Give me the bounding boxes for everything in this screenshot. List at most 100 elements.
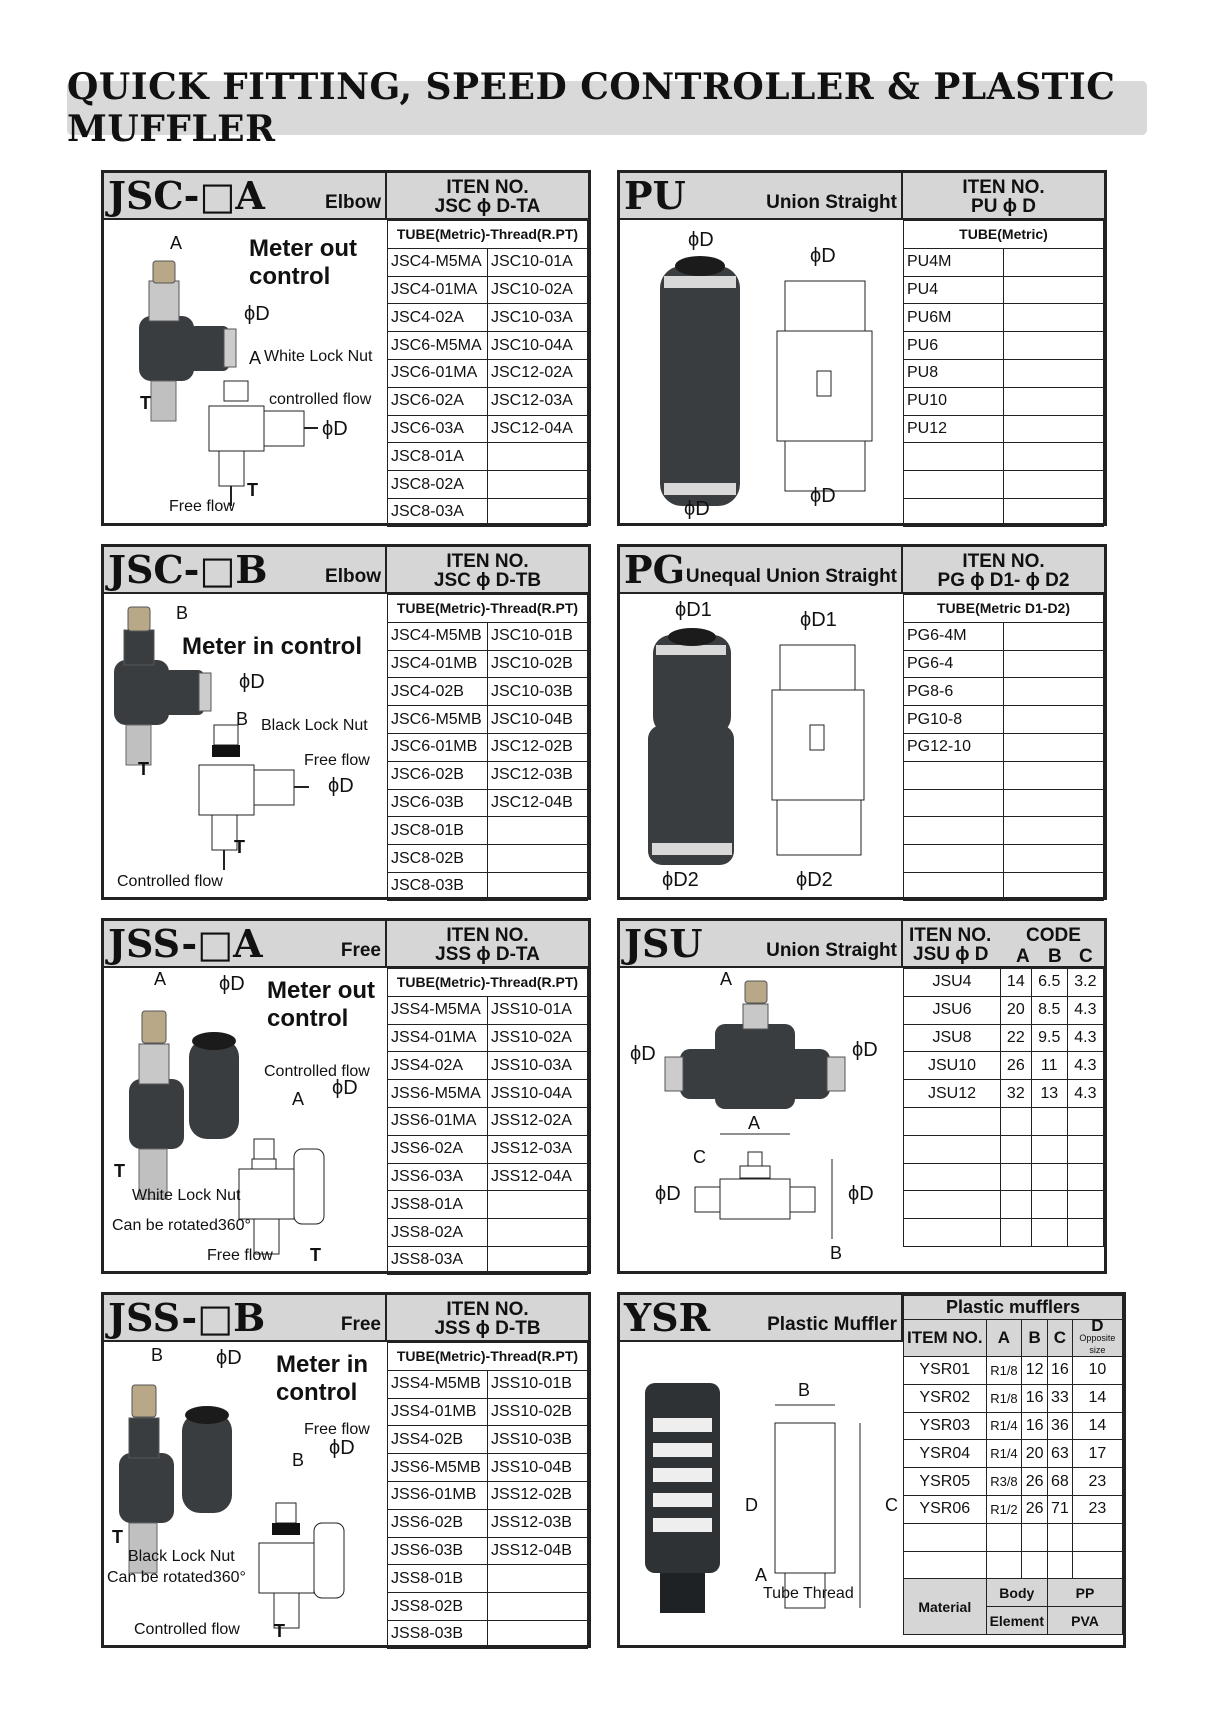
table-cell [1000, 1106, 1032, 1136]
table-cell: JSC12-03A [487, 386, 588, 416]
table-subheader: TUBE(Metric)-Thread(R.PT) [387, 968, 588, 997]
panel-header: YSR Plastic Muffler [620, 1295, 903, 1342]
table-cell: JSS6-02A [387, 1134, 488, 1164]
label-diameter: ϕD [655, 1183, 681, 1205]
table-cell [985, 1522, 1023, 1552]
panel-pu: PU Union Straight ITEN NO.PU ϕ D TUBE(Me… [617, 170, 1107, 527]
panel-jss-b: JSS-□B Free ITEN NO.JSS ϕ D-TB TUBE(Metr… [101, 1292, 591, 1649]
label-a: A [249, 348, 262, 368]
label-flow: Free flow [169, 498, 235, 515]
union-straight-drawing [660, 256, 873, 506]
panel-jsc-b: JSC-□B Elbow ITEN NO.JSC ϕ D-TB TUBE(Met… [101, 544, 591, 901]
table-cell [1003, 621, 1104, 651]
item-header: ITEN NO.PU ϕ D [903, 173, 1104, 220]
table-cell: JSS8-02B [387, 1592, 488, 1621]
table-cell: 4.3 [1066, 1079, 1105, 1108]
table-row: JSC8-01A [387, 442, 588, 472]
label-d: D [745, 1495, 758, 1515]
panel-header: JSS-□B Free [104, 1295, 387, 1342]
table-subheader: TUBE(Metric)-Thread(R.PT) [387, 220, 588, 249]
table-row [903, 760, 1104, 790]
label-flow: Free flow [304, 1421, 370, 1438]
table-cell [903, 760, 1004, 790]
table-row: PG8-6 [903, 677, 1104, 707]
table-cell [1003, 816, 1104, 846]
table-row: PU8 [903, 358, 1104, 388]
table-cell [903, 1550, 987, 1580]
table-cell: JSC10-01B [487, 621, 588, 651]
label-diameter: ϕD [329, 1437, 355, 1459]
product-kind: Elbow [325, 192, 381, 213]
label-t: T [274, 1621, 285, 1641]
table-cell [903, 1190, 1001, 1220]
table-cell: 11 [1030, 1051, 1068, 1081]
table-cell: JSC12-02A [487, 358, 588, 388]
table-cell: 3.2 [1066, 968, 1105, 997]
label-rotation: Can be rotated360° [112, 1217, 251, 1234]
label-nut: Black Lock Nut [128, 1548, 235, 1565]
table-cell: 20 [1021, 1439, 1049, 1469]
table-cell: YSR03 [903, 1411, 987, 1441]
label-a: A [154, 969, 167, 989]
table-cell: JSC6-M5MA [387, 331, 488, 360]
table-cell [1030, 1162, 1068, 1192]
table-row: PG6-4M [903, 621, 1104, 651]
table-cell [1003, 788, 1104, 818]
table-cell: 36 [1047, 1411, 1073, 1441]
table-group-header: Plastic mufflers [903, 1295, 1123, 1320]
table-cell [903, 788, 1004, 818]
label-nut: White Lock Nut [264, 348, 373, 365]
panel-header: JSU Union Straight [620, 921, 903, 968]
table-cell [487, 871, 588, 901]
table-row: PG12-10 [903, 732, 1104, 762]
table-cell: 14 [1071, 1383, 1124, 1413]
table-cell: JSS4-M5MB [387, 1369, 488, 1399]
table-cell: 23 [1071, 1494, 1124, 1524]
table-cell [903, 1162, 1001, 1192]
table-cell: JSS6-02B [387, 1508, 488, 1538]
page-title: QUICK FITTING, SPEED CONTROLLER & PLASTI… [67, 66, 1116, 150]
table-cell: JSC4-01MA [387, 275, 488, 305]
item-label: ITEN NO. [962, 551, 1045, 572]
table-cell [487, 442, 588, 472]
table-cell [1003, 760, 1104, 790]
table-cell: JSC6-01MA [387, 358, 488, 388]
label-c: C [693, 1147, 706, 1167]
table-cell: 63 [1047, 1439, 1073, 1469]
table-cell [903, 497, 1004, 527]
panel-header: PU Union Straight [620, 173, 903, 220]
table-cell: R1/2 [985, 1494, 1023, 1524]
table-cell: PU4M [903, 247, 1004, 277]
table-cell: JSC10-03A [487, 303, 588, 333]
table-cell [1003, 386, 1104, 416]
table-cell: JSC12-04A [487, 414, 588, 444]
item-header: ITEN NO.JSC ϕ D-TB [387, 547, 588, 594]
table-cell [1003, 414, 1104, 444]
label-a: A [720, 969, 733, 989]
item-code: JSC ϕ D-TA [434, 196, 541, 217]
table-cell: 71 [1047, 1494, 1073, 1524]
table-cell: JSS4-01MB [387, 1397, 488, 1427]
product-kind: Union Straight [766, 940, 897, 961]
table-cell [1003, 303, 1104, 333]
table-row: JSS8-02A [387, 1218, 588, 1247]
label-nut: White Lock Nut [132, 1187, 241, 1204]
table-cell: JSS12-04A [487, 1162, 588, 1192]
table-cell [1066, 1162, 1105, 1192]
table-cell: PG6-4 [903, 649, 1004, 679]
product-code: JSU [624, 921, 703, 966]
table-cell: YSR04 [903, 1439, 987, 1469]
label-t: T [247, 480, 258, 500]
table-cell [1003, 442, 1104, 472]
table-cell: JSS10-01B [487, 1369, 588, 1399]
label-a: A [748, 1113, 761, 1133]
table-cell: 9.5 [1030, 1023, 1068, 1053]
